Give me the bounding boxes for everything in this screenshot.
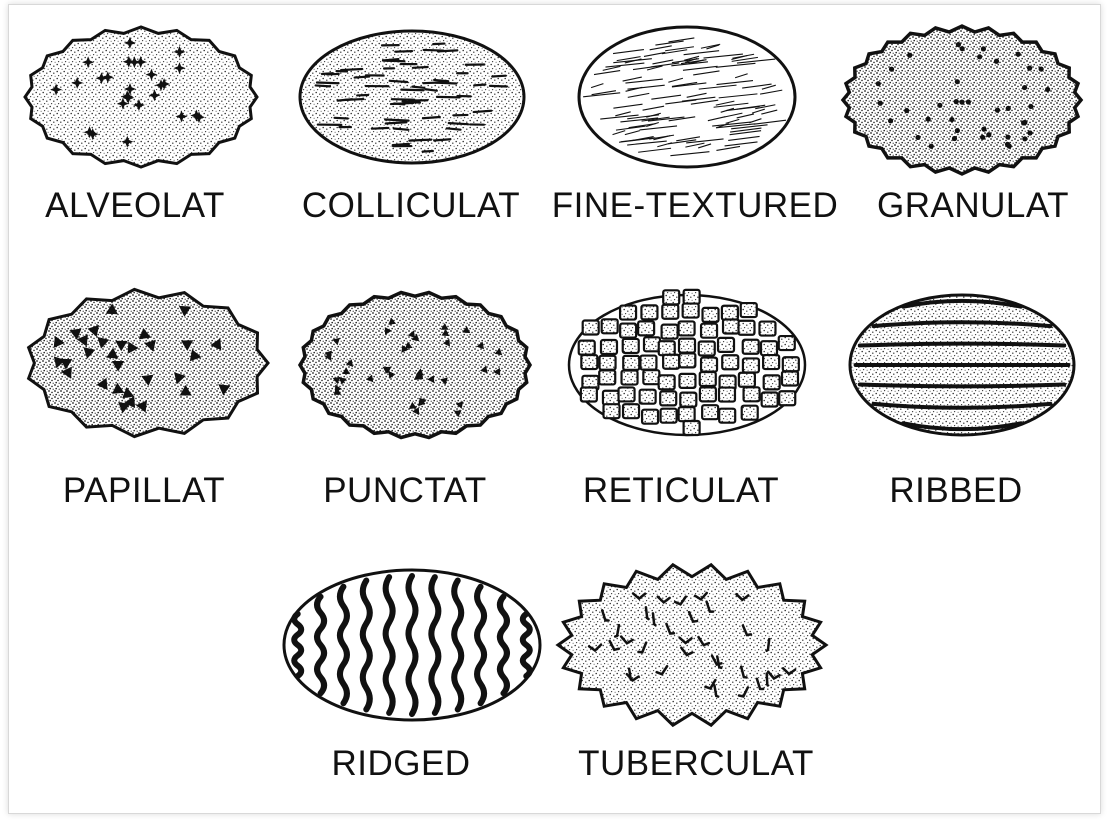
seed-ridged: RIDGED xyxy=(284,570,540,783)
label-punctat: PUNCTAT xyxy=(323,471,487,510)
label-tuberculat: TUBERCULAT xyxy=(578,744,814,783)
seed-ribbed: RIBBED xyxy=(850,295,1074,510)
seed-fine-textured: FINE-TEXTURED xyxy=(552,27,839,225)
label-colliculat: COLLICULAT xyxy=(302,186,520,225)
seed-ridged-illustration xyxy=(284,570,540,720)
label-ribbed: RIBBED xyxy=(889,471,1022,510)
seed-papillat-illustration xyxy=(29,289,268,436)
seed-alveolat-illustration xyxy=(25,27,257,167)
seed-tuberculat-illustration xyxy=(558,565,826,725)
seed-reticulat-illustration xyxy=(569,290,805,435)
seed-fine-textured-illustration xyxy=(579,27,795,167)
seed-granulat-illustration xyxy=(843,26,1081,174)
label-fine-textured: FINE-TEXTURED xyxy=(552,186,839,225)
seed-papillat: PAPILLAT xyxy=(29,289,268,510)
seed-punctat-illustration xyxy=(300,293,530,438)
seed-reticulat: RETICULAT xyxy=(569,290,805,510)
seed-ribbed-illustration xyxy=(850,295,1074,435)
label-reticulat: RETICULAT xyxy=(583,471,779,510)
seed-alveolat: ALVEOLAT xyxy=(25,27,257,225)
seed-punctat: PUNCTAT xyxy=(300,293,530,511)
seed-tuberculat: TUBERCULAT xyxy=(558,565,826,783)
seed-colliculat-illustration xyxy=(300,31,524,163)
label-ridged: RIDGED xyxy=(331,744,470,783)
label-alveolat: ALVEOLAT xyxy=(45,186,225,225)
label-granulat: GRANULAT xyxy=(877,186,1069,225)
label-papillat: PAPILLAT xyxy=(63,471,225,510)
seed-colliculat: COLLICULAT xyxy=(300,31,524,225)
seed-granulat: GRANULAT xyxy=(843,26,1081,225)
